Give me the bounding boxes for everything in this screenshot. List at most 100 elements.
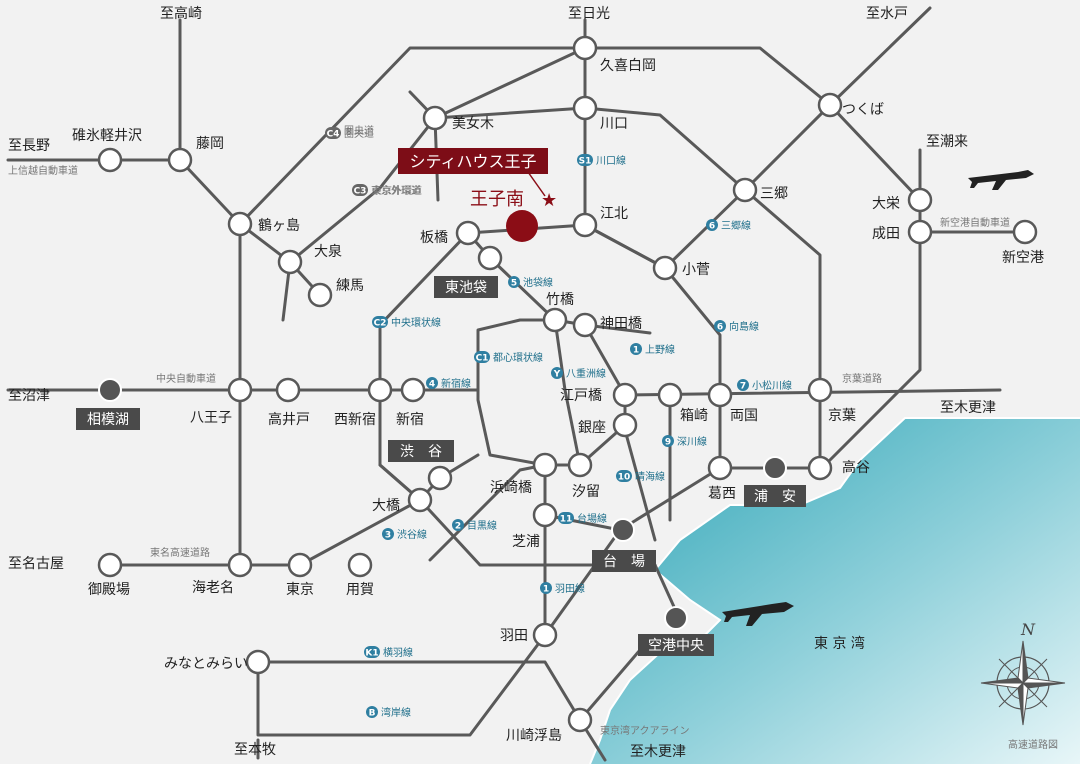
route-name: 横羽線 <box>383 646 413 659</box>
route-name: 湾岸線 <box>381 706 411 719</box>
svg-text:台 場: 台 場 <box>603 554 645 570</box>
road-labels: 上信越自動車道 中央自動車道 京葉道路 東名高速道路 新空港自動車道 東京湾アク… <box>8 124 1010 737</box>
area-box-urayasu: 浦 安 <box>744 485 806 507</box>
route-name: 圏央道 <box>344 127 374 140</box>
route-badge: 10 晴海線 <box>616 470 665 483</box>
svg-text:東池袋: 東池袋 <box>445 280 487 296</box>
route-number: 7 <box>740 382 746 392</box>
station-oji-minami: 王子南 <box>470 189 524 210</box>
svg-text:碓氷軽井沢: 碓氷軽井沢 <box>72 128 142 144</box>
route-number: 10 <box>618 473 631 483</box>
route-name: 羽田線 <box>555 582 585 595</box>
svg-text:至日光: 至日光 <box>568 6 610 22</box>
route-number: 11 <box>560 515 573 525</box>
route-number: B <box>369 709 376 719</box>
oji-minami-marker <box>506 210 538 242</box>
route-badge: B 湾岸線 <box>366 706 411 719</box>
svg-text:三郷: 三郷 <box>760 186 788 202</box>
route-badge: 2 目黒線 <box>452 519 497 532</box>
svg-text:御殿場: 御殿場 <box>88 582 130 598</box>
route-badge: 7 小松川線 <box>737 379 792 392</box>
route-number: 6 <box>709 222 715 232</box>
svg-text:板橋: 板橋 <box>420 230 448 246</box>
svg-text:渋 谷: 渋 谷 <box>400 444 442 460</box>
route-number: C3 <box>354 187 367 197</box>
route-name: 深川線 <box>677 435 707 448</box>
route-badge: S1 川口線 <box>577 154 626 167</box>
route-name: 都心環状線 <box>493 351 543 364</box>
svg-text:東名高速道路: 東名高速道路 <box>150 546 210 559</box>
route-badge: C2 中央環状線 <box>372 316 441 329</box>
route-name: 小松川線 <box>752 379 792 392</box>
svg-text:大橋: 大橋 <box>372 498 400 514</box>
route-name: 八重洲線 <box>566 367 606 380</box>
svg-text:京葉: 京葉 <box>828 408 856 424</box>
svg-text:新宿: 新宿 <box>396 411 424 428</box>
svg-text:芝浦: 芝浦 <box>512 534 540 550</box>
svg-text:海老名: 海老名 <box>192 580 234 596</box>
svg-text:大泉: 大泉 <box>314 243 342 260</box>
airplane-icon-narita <box>968 170 1034 190</box>
svg-text:八王子: 八王子 <box>190 410 232 426</box>
svg-text:葛西: 葛西 <box>708 486 736 502</box>
route-number: K1 <box>365 649 378 659</box>
route-number: S1 <box>579 157 592 167</box>
compass-icon: N <box>980 620 1066 726</box>
svg-text:至水戸: 至水戸 <box>866 6 908 22</box>
svg-text:鶴ヶ島: 鶴ヶ島 <box>258 217 300 234</box>
svg-text:西新宿: 西新宿 <box>334 411 376 428</box>
svg-text:新空港: 新空港 <box>1002 250 1044 266</box>
svg-text:汐留: 汐留 <box>572 484 600 500</box>
svg-text:東 京 湾: 東 京 湾 <box>814 635 865 652</box>
place-labels: 至日光 至水戸 至高崎 至長野 至潮来 至沼津 至木更津 至木更津 至名古屋 至… <box>8 5 1058 760</box>
svg-text:至木更津: 至木更津 <box>940 400 996 416</box>
svg-text:竹橋: 竹橋 <box>546 292 574 308</box>
callout-line <box>527 171 546 197</box>
route-number: 2 <box>455 522 461 532</box>
route-name: 川口線 <box>596 154 626 167</box>
svg-text:至名古屋: 至名古屋 <box>8 556 64 572</box>
svg-text:高谷: 高谷 <box>842 459 870 476</box>
svg-text:至高崎: 至高崎 <box>160 5 202 22</box>
airplane-icon-haneda <box>722 602 794 626</box>
route-name: 向島線 <box>729 320 759 333</box>
route-number: 4 <box>429 380 435 390</box>
svg-text:至木更津: 至木更津 <box>630 744 686 760</box>
svg-text:至長野: 至長野 <box>8 138 50 154</box>
svg-text:小菅: 小菅 <box>682 262 710 278</box>
route-name: 新宿線 <box>441 377 471 390</box>
route-name: 中央環状線 <box>391 316 441 329</box>
area-box-kukochuo: 空港中央 <box>638 634 714 656</box>
route-name: 晴海線 <box>635 470 665 483</box>
svg-text:練馬: 練馬 <box>336 278 364 294</box>
route-number: 3 <box>385 531 391 541</box>
svg-text:N: N <box>1020 620 1036 639</box>
property-callout: シティハウス王子 <box>398 148 548 174</box>
svg-text:箱崎: 箱崎 <box>680 408 708 424</box>
area-box-daiba: 台 場 <box>592 550 656 572</box>
svg-text:江戸橋: 江戸橋 <box>560 388 602 404</box>
svg-text:中央自動車道: 中央自動車道 <box>156 372 216 385</box>
route-name: 目黒線 <box>467 519 497 532</box>
route-badge: 3 渋谷線 <box>382 528 427 541</box>
route-number: 5 <box>511 279 517 289</box>
svg-text:つくば: つくば <box>842 102 884 118</box>
svg-text:美女木: 美女木 <box>452 115 494 132</box>
svg-text:両国: 両国 <box>730 408 758 424</box>
route-number: C2 <box>374 319 387 329</box>
svg-text:浜崎橋: 浜崎橋 <box>490 480 532 496</box>
route-name: 渋谷線 <box>397 528 427 541</box>
route-number: 1 <box>633 346 639 356</box>
area-box-higashiikebukuro: 東池袋 <box>434 276 498 298</box>
property-name: シティハウス王子 <box>409 152 536 171</box>
svg-text:東京: 東京 <box>286 582 314 598</box>
